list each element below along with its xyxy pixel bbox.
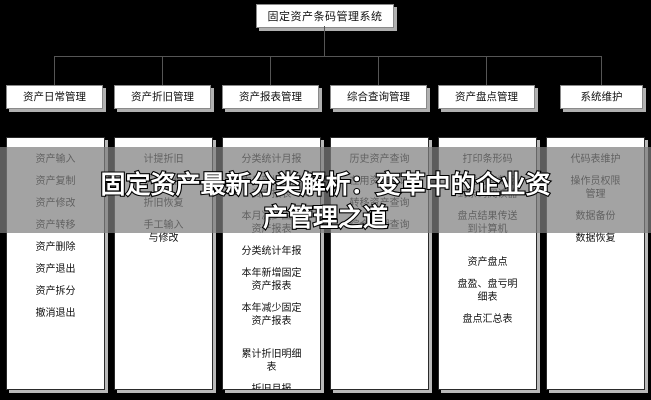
column-panel-asset-daily: 资产输入资产复制资产修改资产转移资产删除资产退出资产拆分撤消退出 [6, 137, 105, 390]
menu-item[interactable]: 本月新增固定 资产报表 [241, 176, 302, 200]
menu-item[interactable]: 数据恢复 [575, 233, 616, 244]
menu-item[interactable]: 手工输入 与修改 [143, 220, 184, 244]
root-node-label: 固定资产条码管理系统 [267, 9, 383, 23]
menu-item[interactable]: 资产输入 [35, 154, 76, 165]
column-panel-comprehensive-query: 历史资产查询在用资产查询转移资产查询综合模糊查询 [330, 137, 429, 390]
menu-item[interactable]: 资产删除 [35, 242, 76, 253]
menu-item[interactable]: 转移资产查询 [349, 198, 410, 209]
category-header-label: 资产报表管理 [239, 90, 302, 103]
category-header-comprehensive-query[interactable]: 综合查询管理 [330, 85, 427, 109]
menu-item[interactable]: 数据备份 [575, 211, 616, 222]
column-panel-system-maintenance: 代码表维护操作员权限 管理数据备份数据恢复 [546, 137, 645, 390]
menu-item[interactable]: 折旧备份 [143, 176, 184, 187]
menu-item[interactable]: 资产盘点 [467, 257, 508, 268]
column-panel-asset-report: 分类统计月报本月新增固定 资产报表本月减少固定 资产报表分类统计年报本年新增固定… [222, 137, 321, 390]
menu-item[interactable]: 折旧月报 [251, 384, 292, 390]
menu-item[interactable]: 分类统计月报 [241, 154, 302, 165]
menu-item[interactable]: 在用资产查询 [349, 176, 410, 187]
category-header-label: 资产盘点管理 [455, 90, 518, 103]
category-header-asset-daily[interactable]: 资产日常管理 [6, 85, 103, 109]
category-header-label: 综合查询管理 [347, 90, 410, 103]
menu-item[interactable]: 本年减少固定 资产报表 [241, 303, 302, 327]
menu-item[interactable]: 资产拆分 [35, 286, 76, 297]
menu-item[interactable]: 打印条形码 [462, 154, 513, 165]
column-items-asset-report: 分类统计月报本月新增固定 资产报表本月减少固定 资产报表分类统计年报本年新增固定… [226, 153, 317, 390]
column-panel-asset-inventory: 打印条形码发送盘点数据 到条码阅读器盘点结果传送 到计算机资产盘点盘盈、盘亏明 … [438, 137, 537, 390]
column-items-comprehensive-query: 历史资产查询在用资产查询转移资产查询综合模糊查询 [334, 153, 425, 241]
menu-item[interactable]: 本月减少固定 资产报表 [241, 211, 302, 235]
menu-item[interactable]: 资产复制 [35, 176, 76, 187]
menu-item[interactable]: 历史资产查询 [349, 154, 410, 165]
menu-item[interactable]: 计提折旧 [143, 154, 184, 165]
menu-item[interactable]: 资产修改 [35, 198, 76, 209]
connector-vertical [600, 56, 602, 85]
connector-vertical [377, 56, 379, 85]
menu-item[interactable]: 盘盈、盘亏明 细表 [457, 279, 518, 303]
connector-trunk [53, 56, 601, 57]
column-items-asset-daily: 资产输入资产复制资产修改资产转移资产删除资产退出资产拆分撤消退出 [10, 153, 101, 329]
category-header-label: 系统维护 [580, 90, 623, 103]
connector-root-stem [324, 26, 325, 56]
menu-item[interactable]: 综合模糊查询 [349, 220, 410, 231]
category-header-asset-depreciation[interactable]: 资产折旧管理 [114, 85, 211, 109]
menu-item[interactable]: 代码表维护 [570, 154, 621, 165]
root-node-system-title: 固定资产条码管理系统 [256, 4, 394, 28]
menu-item[interactable]: 盘点结果传送 到计算机 [457, 211, 518, 235]
menu-item[interactable]: 折旧恢复 [143, 198, 184, 209]
connector-vertical [485, 56, 487, 85]
category-header-asset-inventory[interactable]: 资产盘点管理 [438, 85, 535, 109]
connector-vertical [53, 56, 55, 85]
menu-item[interactable]: 资产转移 [35, 220, 76, 231]
column-items-system-maintenance: 代码表维护操作员权限 管理数据备份数据恢复 [550, 153, 641, 254]
menu-item[interactable]: 盘点汇总表 [462, 314, 513, 325]
column-panel-asset-depreciation: 计提折旧折旧备份折旧恢复手工输入 与修改 [114, 137, 213, 390]
menu-item[interactable]: 操作员权限 管理 [570, 176, 621, 200]
column-items-asset-depreciation: 计提折旧折旧备份折旧恢复手工输入 与修改 [118, 153, 209, 254]
menu-item[interactable]: 分类统计年报 [241, 246, 302, 257]
menu-item[interactable]: 撤消退出 [35, 308, 76, 319]
menu-item[interactable]: 累计折旧明细 表 [241, 349, 302, 373]
category-header-asset-report[interactable]: 资产报表管理 [222, 85, 319, 109]
menu-item[interactable]: 发送盘点数据 到条码阅读器 [457, 176, 518, 200]
menu-item[interactable]: 资产退出 [35, 264, 76, 275]
column-items-asset-inventory: 打印条形码发送盘点数据 到条码阅读器盘点结果传送 到计算机资产盘点盘盈、盘亏明 … [442, 153, 533, 335]
menu-item[interactable]: 本年新增固定 资产报表 [241, 268, 302, 292]
category-header-label: 资产日常管理 [23, 90, 86, 103]
category-header-system-maintenance[interactable]: 系统维护 [560, 85, 643, 109]
connector-vertical [269, 56, 271, 85]
category-header-label: 资产折旧管理 [131, 90, 194, 103]
connector-vertical [161, 56, 163, 85]
